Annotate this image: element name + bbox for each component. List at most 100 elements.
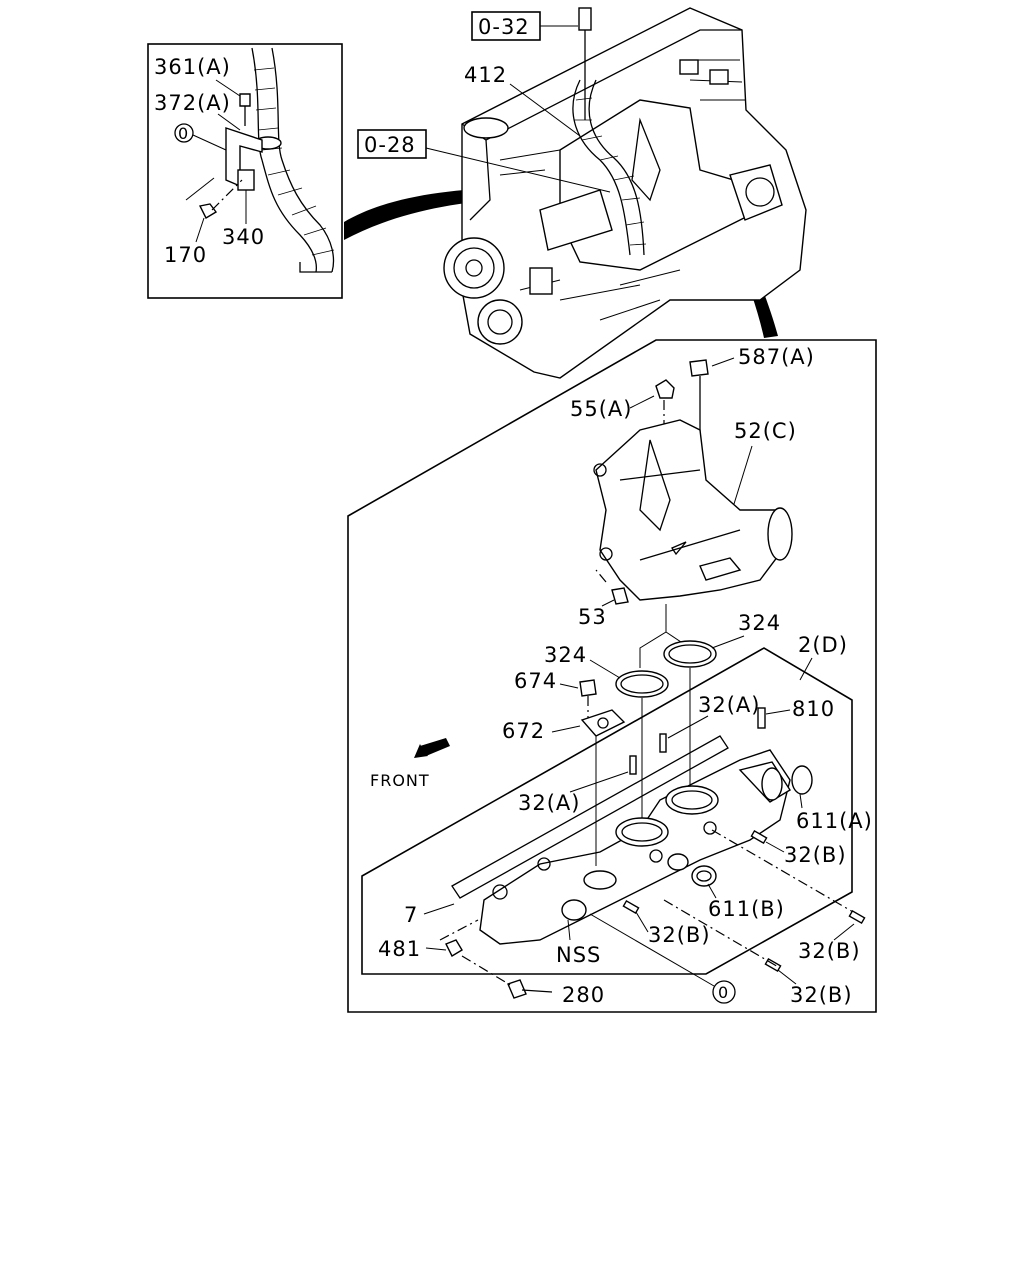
ref-0-32-label: 0-32 bbox=[478, 15, 530, 39]
label-32b-3: 32(B) bbox=[798, 939, 861, 963]
gasket-324-lower-inner bbox=[620, 674, 664, 694]
bracket-340 bbox=[225, 127, 263, 188]
label-412: 412 bbox=[464, 63, 507, 87]
oring-611a bbox=[791, 765, 813, 795]
leader-481 bbox=[425, 947, 447, 951]
bolt-53-icon bbox=[611, 587, 629, 605]
label-2d: 2(D) bbox=[798, 633, 848, 657]
lower-manifold-rail bbox=[451, 735, 729, 899]
label-611b: 611(B) bbox=[708, 897, 785, 921]
engine-detail-2 bbox=[709, 69, 729, 85]
hole-d bbox=[703, 821, 717, 835]
hole-a bbox=[492, 884, 508, 900]
label-674: 674 bbox=[514, 669, 557, 693]
leader-32b-1 bbox=[765, 841, 785, 853]
front-arrow-body bbox=[420, 738, 450, 756]
nss-port bbox=[561, 899, 587, 921]
front-arrow-icon bbox=[414, 742, 448, 758]
manifold-outlet bbox=[767, 507, 793, 561]
engine-detail-3 bbox=[529, 267, 553, 295]
bolt-170-axis bbox=[211, 179, 243, 211]
leader-32b-2 bbox=[635, 911, 649, 933]
nut-481-icon bbox=[445, 939, 463, 957]
leader-0-28 bbox=[425, 147, 611, 193]
engine-manifold-front bbox=[539, 189, 613, 251]
manifold-hole-2 bbox=[593, 463, 607, 477]
stud-32a-upper bbox=[659, 733, 667, 753]
inset-detail: 0 361(A) 372(A) 340 170 bbox=[147, 43, 343, 299]
oil-cap bbox=[463, 117, 509, 139]
leader-361a bbox=[215, 79, 241, 97]
inset-hose-left bbox=[251, 47, 318, 273]
seal-611b-small bbox=[667, 853, 689, 871]
leader-circle1 bbox=[192, 134, 227, 151]
label-810: 810 bbox=[792, 697, 835, 721]
label-32b-4: 32(B) bbox=[790, 983, 853, 1007]
stud-810 bbox=[757, 707, 766, 729]
leader-372a bbox=[217, 113, 241, 131]
nut-55a-icon bbox=[655, 379, 675, 399]
gasket-324-upper-inner bbox=[668, 644, 712, 664]
port-left-inner bbox=[621, 822, 663, 842]
intake-manifold-52c bbox=[593, 419, 793, 601]
inset-hose-right bbox=[271, 47, 335, 273]
leader-170 bbox=[195, 217, 205, 243]
outlet-pipe bbox=[761, 767, 783, 801]
leader-53 bbox=[601, 599, 615, 607]
label-324b: 324 bbox=[544, 643, 587, 667]
label-170: 170 bbox=[164, 243, 207, 267]
hole-b bbox=[537, 857, 551, 871]
subassembly-frame bbox=[361, 647, 853, 975]
label-280: 280 bbox=[562, 983, 605, 1007]
label-361a: 361(A) bbox=[154, 55, 231, 79]
stud-32b-1 bbox=[750, 829, 768, 845]
leader-32a-lower bbox=[569, 771, 629, 793]
oring-611b-inner bbox=[696, 870, 712, 882]
label-nss: NSS bbox=[556, 943, 601, 967]
bolt-280-shank bbox=[521, 989, 553, 993]
label-52c: 52(C) bbox=[734, 419, 797, 443]
label-32b-2: 32(B) bbox=[648, 923, 711, 947]
main-frame bbox=[347, 339, 877, 1013]
bolt-280-icon bbox=[507, 979, 527, 999]
hole-c bbox=[649, 849, 663, 863]
axis-32b-lower bbox=[663, 899, 781, 969]
manifold-rib bbox=[639, 439, 671, 532]
leader-412 bbox=[509, 83, 581, 137]
port-right bbox=[665, 785, 719, 815]
label-32a-lower: 32(A) bbox=[518, 791, 580, 815]
label-32b-1: 32(B) bbox=[784, 843, 847, 867]
bolt-170-icon bbox=[198, 203, 218, 219]
axis-481 bbox=[439, 919, 479, 941]
lower-manifold-2d bbox=[451, 735, 791, 945]
label-340: 340 bbox=[222, 225, 265, 249]
label-372a: 372(A) bbox=[154, 91, 231, 115]
leader-2d bbox=[799, 657, 813, 681]
port-left bbox=[615, 817, 669, 847]
label-32a-upper: 32(A) bbox=[698, 693, 760, 717]
label-481: 481 bbox=[378, 937, 421, 961]
inset-frame bbox=[147, 43, 343, 299]
leader-nss bbox=[567, 919, 571, 941]
leader-674 bbox=[559, 683, 579, 689]
inset-guide bbox=[185, 177, 215, 201]
label-7: 7 bbox=[404, 903, 418, 927]
leader-32b-4 bbox=[777, 969, 797, 985]
align-line-left bbox=[639, 604, 667, 668]
label-587a: 587(A) bbox=[738, 345, 815, 369]
engine-detail-1 bbox=[679, 59, 699, 75]
leader-611b bbox=[707, 883, 717, 899]
gasket-672-hole bbox=[597, 717, 609, 729]
inset-hose-end bbox=[299, 262, 332, 273]
leader-7 bbox=[423, 903, 455, 915]
manifold-hole-1 bbox=[599, 547, 613, 561]
bolt-587a-icon bbox=[689, 359, 709, 377]
leader-55a bbox=[629, 395, 655, 409]
bracket-plate bbox=[237, 169, 255, 191]
label-53: 53 bbox=[578, 605, 607, 629]
crank-pulley-hub bbox=[465, 259, 483, 277]
ref-box-0-28 bbox=[357, 129, 427, 159]
circle-ref-2 bbox=[712, 980, 736, 1004]
